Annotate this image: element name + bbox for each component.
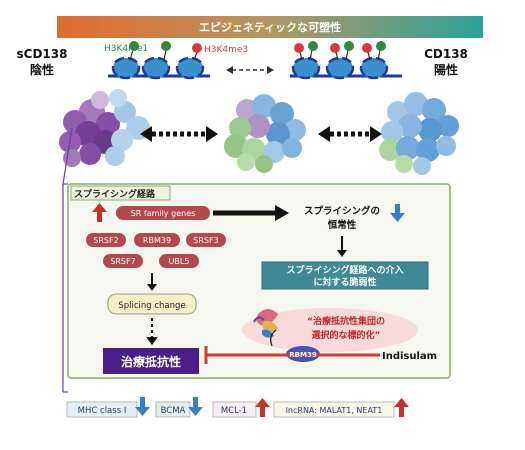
gene-pill-srsf7	[103, 254, 143, 268]
gene-pill-srsf3	[186, 233, 226, 247]
splicing-to-resistance-arrow	[146, 318, 158, 345]
right-label-line1: CD138	[424, 47, 468, 61]
resistance-label: 治療抵抗性	[121, 354, 181, 369]
cluster-arrow-left	[140, 126, 218, 142]
cell-cluster-right	[379, 92, 459, 175]
vulnerability-line2: に対する脆弱性	[313, 276, 376, 288]
splicing-panel-title: スプライシング経路	[74, 188, 156, 200]
left-label-line1: sCD138	[17, 47, 68, 61]
h3k4me3-label: H3K4me3	[204, 45, 248, 55]
vulnerability-box	[261, 261, 429, 290]
sr-to-fidelity-arrow	[213, 205, 289, 221]
genes-to-splicing-arrow	[147, 273, 157, 291]
nucleosomes-left	[108, 41, 210, 80]
indisulam-label: Indisulam	[382, 351, 437, 362]
splicing-change-box	[107, 293, 197, 315]
resistance-box	[103, 348, 199, 374]
marker-box-mhc	[66, 401, 138, 418]
h3k4me3-mark	[192, 43, 202, 53]
gene-ubl5: UBL5	[169, 257, 190, 266]
marker-box-bcma	[155, 401, 191, 418]
bcma-down-arrow	[188, 397, 203, 416]
gene-pill-ubl5	[159, 254, 199, 268]
cell-cluster-middle	[224, 94, 306, 173]
marker-box-mcl1	[212, 401, 257, 418]
fidelity-line2: 恒常性	[328, 219, 357, 231]
targeting-glow	[242, 308, 418, 352]
sr-up-arrow	[92, 203, 107, 222]
indisulam-inhibition	[204, 346, 380, 364]
h3k4me1-mark	[129, 41, 139, 51]
gene-srsf3: SRSF3	[193, 236, 218, 245]
gene-pill-srsf2	[86, 233, 126, 247]
purple-bracket	[62, 127, 73, 393]
splicing-panel-title-box	[70, 185, 171, 201]
gene-rbm39: RBM39	[143, 236, 171, 245]
nucleosomes-right	[290, 41, 402, 80]
h3k4me1-label: H3K4me1	[104, 44, 148, 54]
gene-pill-rbm39	[134, 233, 180, 247]
mcl1-up-arrow	[255, 398, 270, 417]
gene-srsf7: SRSF7	[110, 257, 135, 266]
quote-line1: “治療抵抗性集団の	[307, 315, 385, 327]
sr-family-label: SR family genes	[131, 209, 196, 218]
vulnerability-line1: スプライシング経路への介入	[286, 264, 403, 276]
nucleosome-double-arrow	[226, 66, 274, 74]
marker-mhc: MHC class I	[78, 406, 127, 416]
fidelity-down-arrow	[390, 204, 405, 222]
sr-family-pill	[116, 206, 210, 220]
mhc-down-arrow	[135, 397, 150, 416]
plasticity-banner	[57, 16, 483, 38]
splicing-change-label: Splicing change	[118, 301, 185, 311]
quote-line2: 選択的な標的化”	[312, 329, 381, 341]
fidelity-to-vulnerability-arrow	[337, 236, 347, 257]
left-label-line2: 陰性	[30, 62, 54, 77]
lncrna-up-arrow	[394, 398, 409, 417]
marker-bcma: BCMA	[161, 406, 186, 416]
gene-srsf2: SRSF2	[93, 236, 118, 245]
rbm39-protein-icon	[253, 309, 278, 338]
banner-text: エピジェネティックな可塑性	[199, 20, 341, 34]
marker-lncrna: lncRNA: MALAT1, NEAT1	[286, 406, 383, 415]
marker-box-lncrna	[273, 401, 395, 418]
protein-curve-arrow	[270, 329, 277, 347]
cluster-arrow-right	[318, 126, 382, 142]
cell-cluster-left	[59, 89, 150, 167]
fidelity-line1: スプライシングの	[304, 205, 380, 217]
rbm39-label: RBM39	[289, 351, 317, 359]
marker-mcl1: MCL-1	[221, 406, 247, 416]
right-label-line2: 陽性	[434, 62, 458, 77]
